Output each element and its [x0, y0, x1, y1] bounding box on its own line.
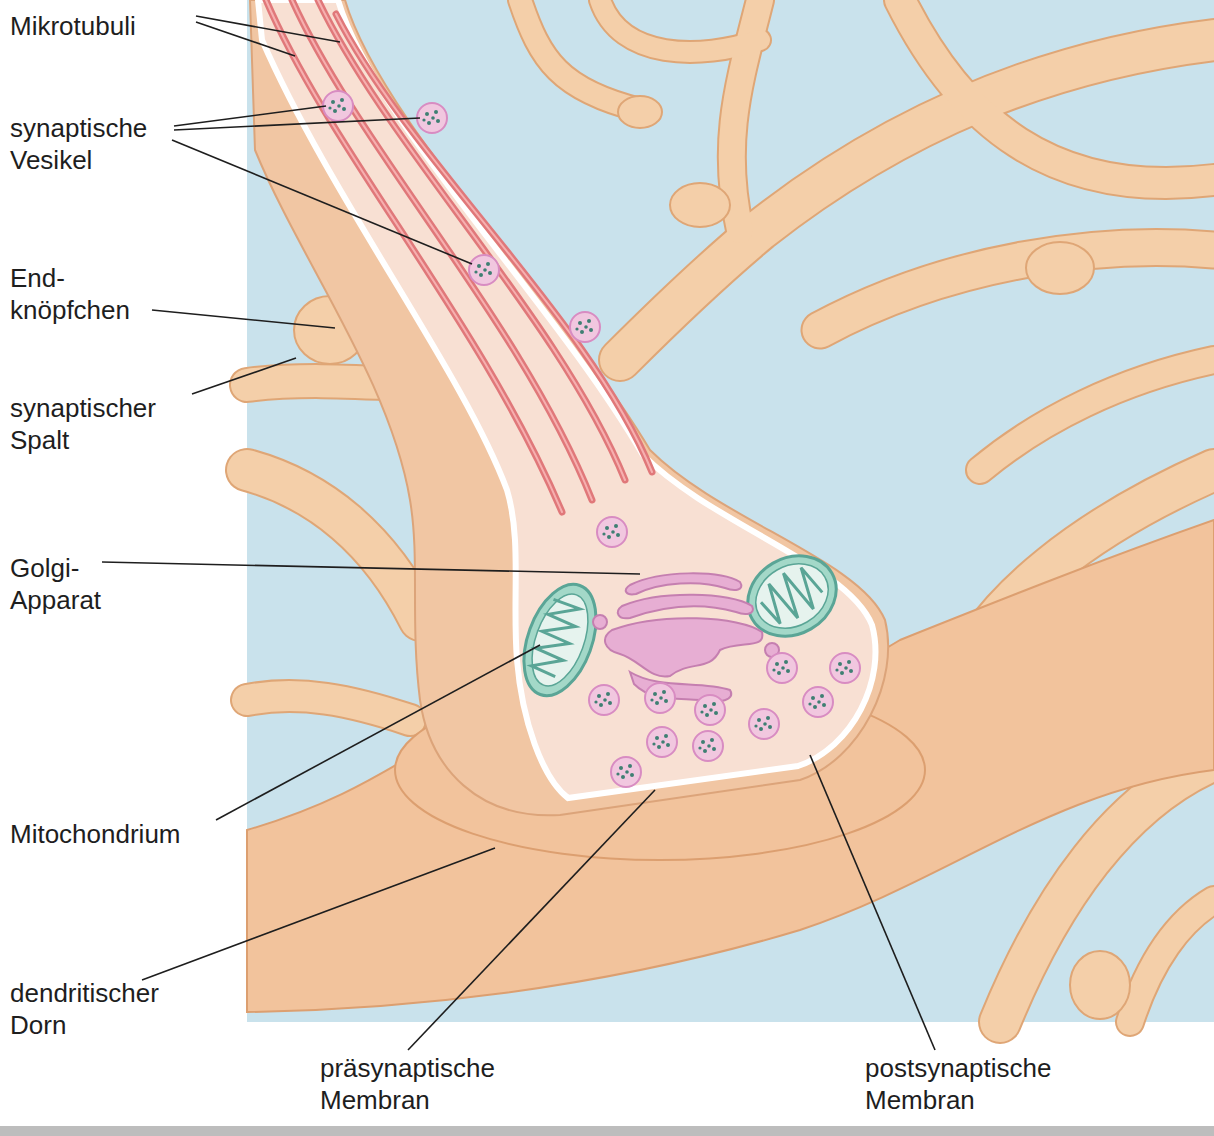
part-label: Mitochondrium: [10, 818, 181, 850]
background-branches: [247, 0, 1214, 1022]
part-label: Mikrotubuli: [10, 10, 136, 42]
leader-line: [810, 755, 935, 1050]
part-label: präsynaptische Membran: [320, 1052, 495, 1116]
part-label: synaptischer Spalt: [10, 392, 156, 456]
leader-line: [192, 358, 296, 394]
cutaway-face: [258, 0, 875, 798]
leader-line: [152, 310, 335, 328]
leader-line: [174, 118, 420, 130]
mitochondria: [510, 540, 851, 705]
microtubules: [266, 0, 652, 512]
leader-line: [408, 790, 655, 1050]
part-label: synaptische Vesikel: [10, 112, 147, 176]
background: [247, 0, 1214, 1022]
part-label: Golgi- Apparat: [10, 552, 101, 616]
leader-line: [142, 848, 495, 980]
golgi: [593, 573, 779, 701]
part-label: End- knöpfchen: [10, 262, 130, 326]
part-label: postsynaptische Membran: [865, 1052, 1051, 1116]
part-label: dendritischer Dorn: [10, 977, 159, 1041]
synaptic-vesicles: [323, 91, 860, 787]
bottom-bar: [0, 1126, 1214, 1136]
leader-line: [216, 645, 540, 820]
leader-line: [172, 140, 472, 264]
leader-line: [102, 562, 640, 574]
leader-line: [196, 22, 295, 56]
